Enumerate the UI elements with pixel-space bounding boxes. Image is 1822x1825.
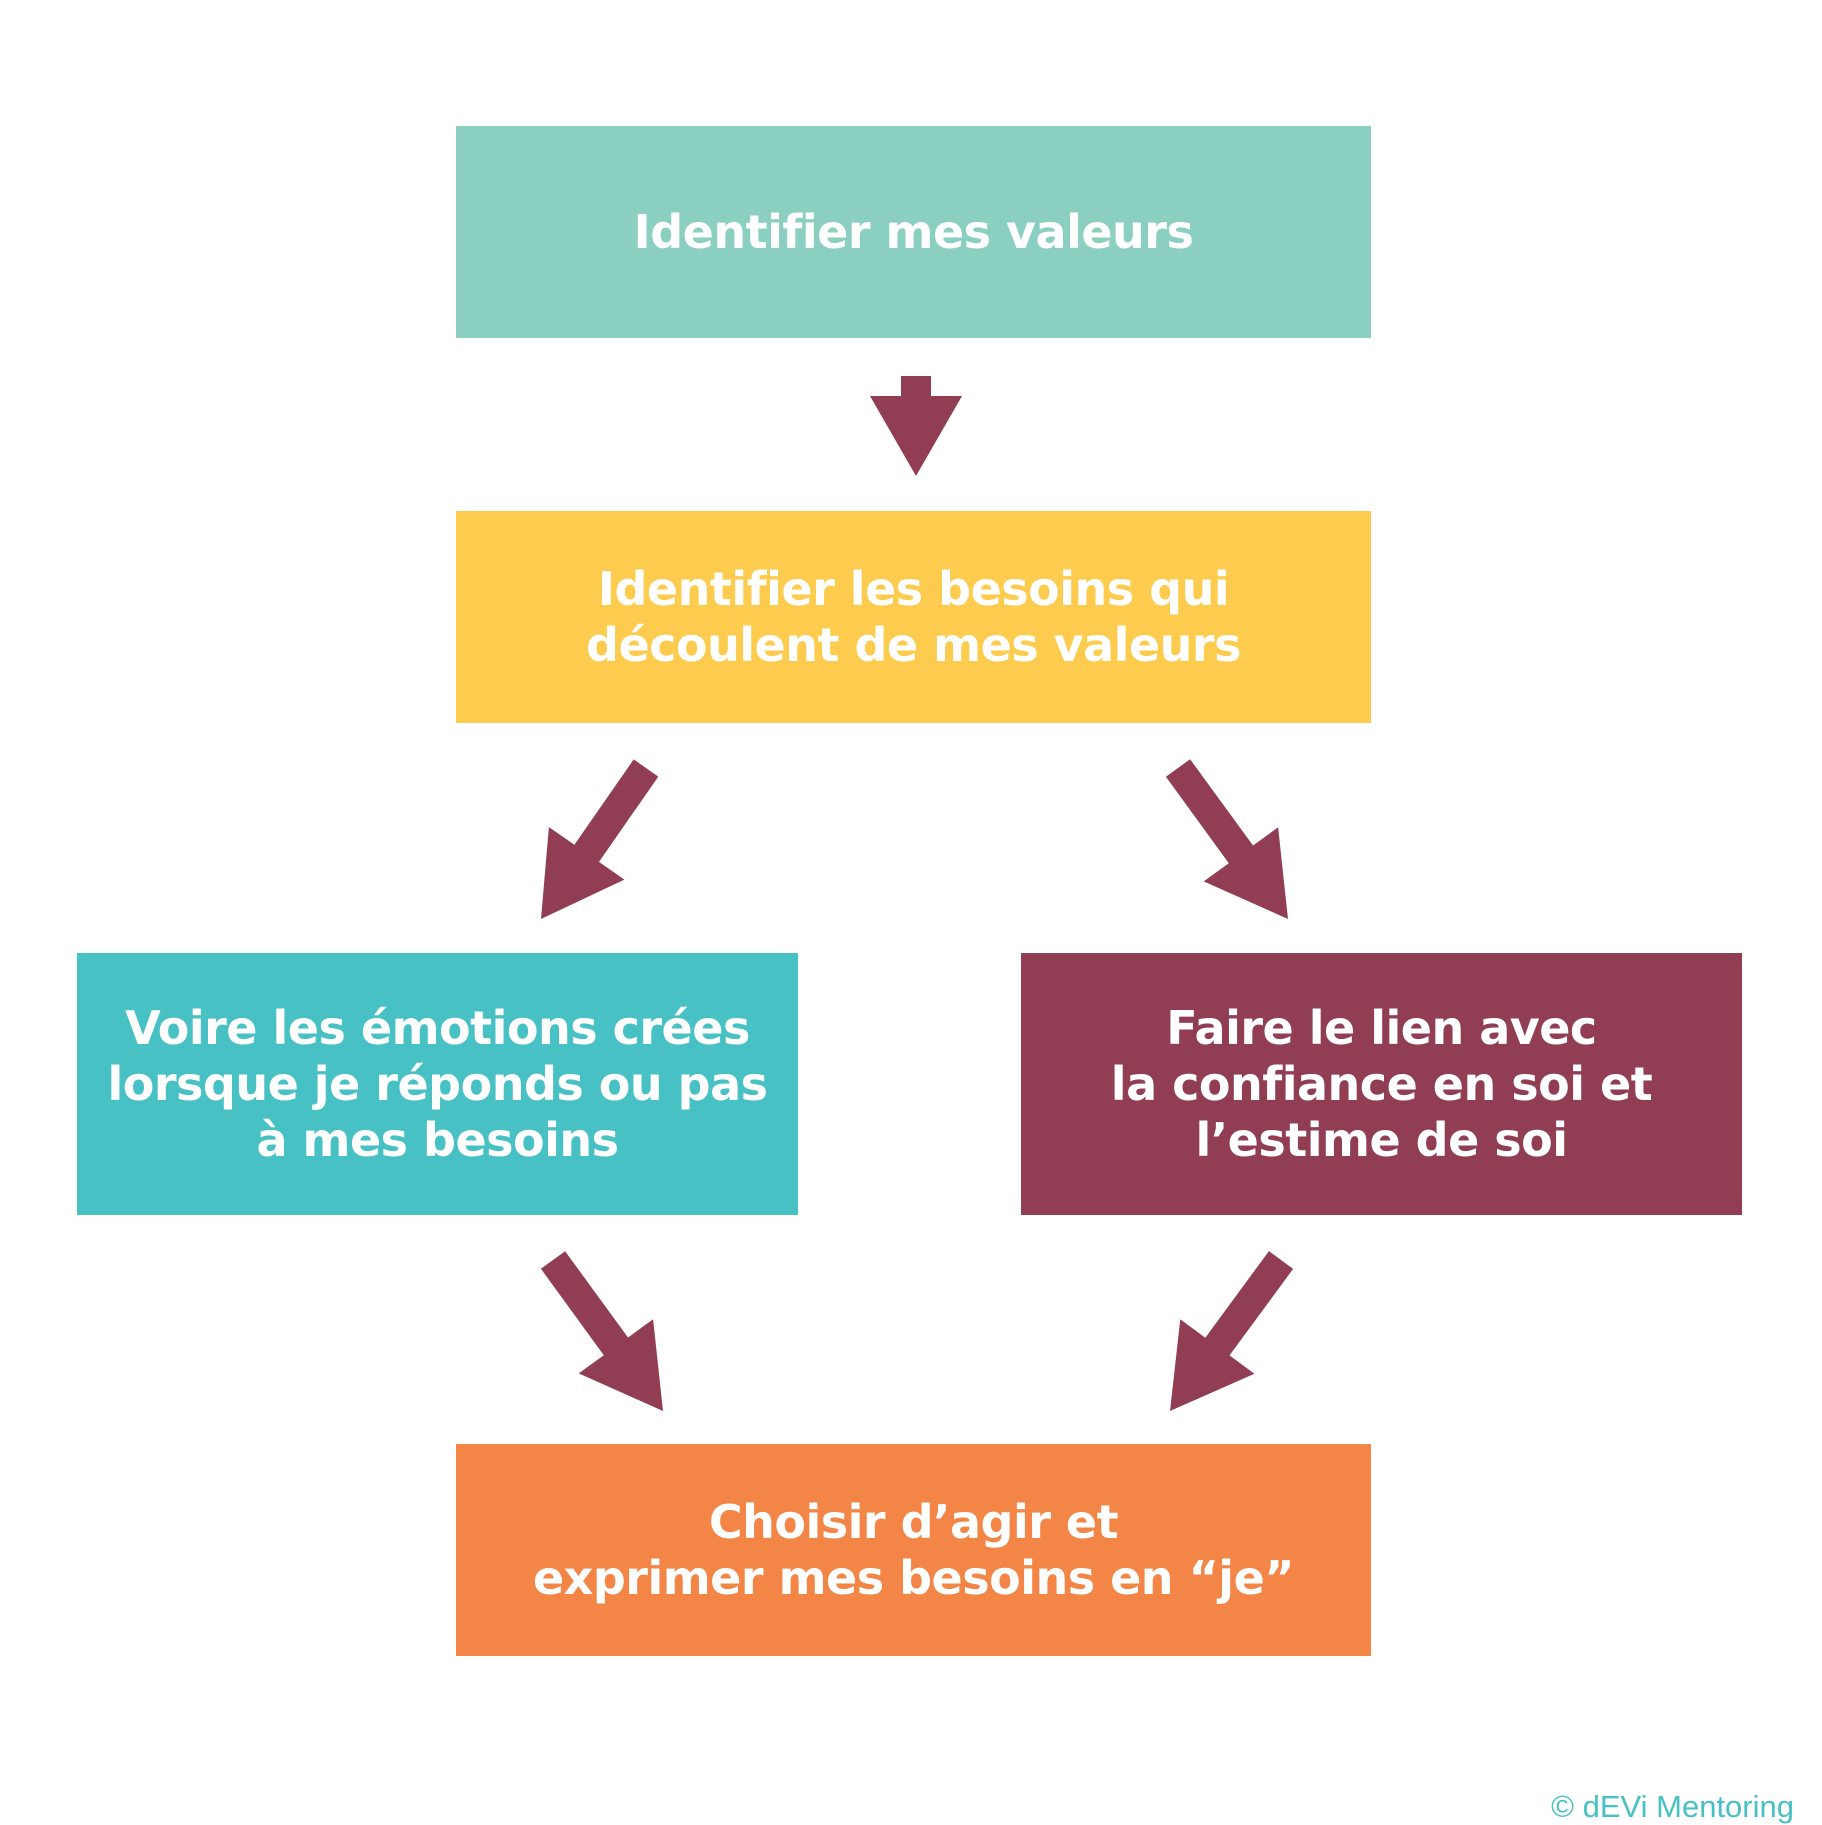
step-label-line: la confiance en soi et xyxy=(1110,1057,1653,1111)
arrow-values-to-needs xyxy=(870,376,962,476)
step-link-self-esteem: Faire le lien avec la confiance en soi e… xyxy=(1021,953,1742,1215)
arrow-needs-to-esteem xyxy=(1165,759,1288,919)
copyright-notice: © dEVi Mentoring xyxy=(1551,1789,1794,1824)
step-label-line: l’estime de soi xyxy=(1195,1113,1568,1167)
step-express-needs: Choisir d’agir et exprimer mes besoins e… xyxy=(456,1444,1371,1656)
step-identify-values: Identifier mes valeurs xyxy=(456,126,1371,338)
arrow-esteem-to-express xyxy=(1170,1251,1294,1411)
step-label-line: Voire les émotions crées xyxy=(125,1001,750,1055)
step-identify-needs: Identifier les besoins qui découlent de … xyxy=(456,511,1371,723)
step-label-line: Identifier mes valeurs xyxy=(633,205,1194,259)
step-label-line: Faire le lien avec xyxy=(1166,1001,1597,1055)
step-label-line: lorsque je réponds ou pas xyxy=(107,1057,768,1111)
step-label-line: exprimer mes besoins en “je” xyxy=(532,1551,1295,1605)
step-label-line: découlent de mes valeurs xyxy=(586,618,1241,672)
step-label-line: à mes besoins xyxy=(256,1113,619,1167)
step-label-line: Choisir d’agir et xyxy=(708,1495,1119,1549)
step-label-line: Identifier les besoins qui xyxy=(597,562,1230,616)
arrow-emotions-to-express xyxy=(540,1251,663,1411)
step-see-emotions: Voire les émotions crées lorsque je répo… xyxy=(77,953,798,1215)
arrow-needs-to-emotions xyxy=(541,759,659,919)
